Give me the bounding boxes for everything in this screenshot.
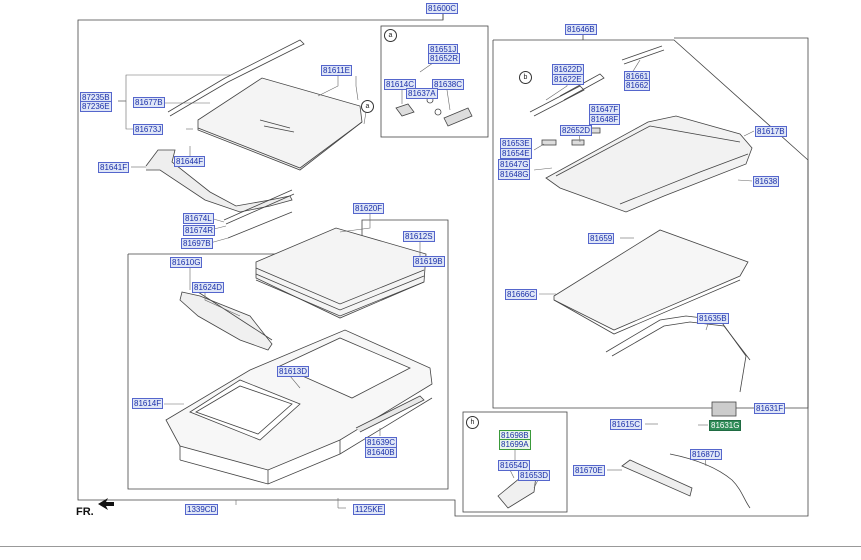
mechanism-rail — [545, 115, 753, 213]
callout-a-marker: a — [361, 100, 374, 113]
right-assembly-box — [492, 39, 809, 409]
rear-glass — [255, 227, 427, 319]
part-label-81619B[interactable]: 81619B — [413, 256, 445, 267]
part-label-81610G[interactable]: 81610G — [170, 257, 203, 268]
part-label-81615C[interactable]: 81615C — [610, 419, 643, 430]
part-label-81613D[interactable]: 81613D — [277, 366, 310, 377]
part-label-81697B[interactable]: 81697B — [181, 238, 213, 249]
part-label-81638C[interactable]: 81638C — [432, 79, 465, 90]
part-label-81659[interactable]: 81659 — [588, 233, 615, 244]
part-label-81654D[interactable]: 81654D — [498, 460, 531, 471]
part-label-81622E[interactable]: 81622E — [552, 74, 584, 85]
fr-arrow — [98, 498, 114, 510]
callout-b-marker: b — [519, 71, 532, 84]
part-label-81674R[interactable]: 81674R — [183, 225, 216, 236]
part-label-81687D[interactable]: 81687D — [690, 449, 723, 460]
part-label-81641F[interactable]: 81641F — [98, 162, 130, 173]
part-label-81654E[interactable]: 81654E — [500, 148, 532, 159]
callout-h-detail: h — [466, 416, 479, 429]
part-label-81635B[interactable]: 81635B — [697, 313, 729, 324]
part-label-81666C[interactable]: 81666C — [505, 289, 538, 300]
roof-trim — [167, 39, 305, 117]
part-label-81617B[interactable]: 81617B — [755, 126, 787, 137]
part-label-81670E[interactable]: 81670E — [573, 465, 605, 476]
part-label-81611E[interactable]: 81611E — [321, 65, 352, 76]
part-label-81673J[interactable]: 81673J — [133, 124, 164, 135]
part-label-81614C[interactable]: 81614C — [384, 79, 417, 90]
side-panel — [179, 291, 273, 351]
part-label-81631G-highlighted[interactable]: 81631G — [709, 420, 742, 431]
part-label-81648G[interactable]: 81648G — [498, 169, 531, 180]
part-label-81637A[interactable]: 81637A — [406, 88, 438, 99]
detail-a-box — [380, 25, 489, 138]
part-label-81652R[interactable]: 81652R — [428, 53, 461, 64]
wiring-harness — [669, 453, 751, 509]
part-label-81699A[interactable]: 81699A — [499, 439, 531, 450]
part-label-81614F[interactable]: 81614F — [132, 398, 164, 409]
part-label-81674L[interactable]: 81674L — [183, 213, 214, 224]
part-label-81640B[interactable]: 81640B — [365, 447, 397, 458]
front-glass — [197, 77, 363, 171]
callout-a-detail: a — [384, 29, 397, 42]
detail-h-box — [462, 411, 568, 513]
part-label-81662[interactable]: 81662 — [624, 80, 651, 91]
front-direction-marker: FR. — [76, 506, 94, 518]
part-label-81600C[interactable]: 81600C — [426, 3, 459, 14]
drain-guide — [621, 459, 693, 497]
part-label-1339CD[interactable]: 1339CD — [185, 504, 219, 515]
part-label-81653D[interactable]: 81653D — [518, 470, 551, 481]
part-label-81648F[interactable]: 81648F — [589, 114, 621, 125]
part-label-81677B[interactable]: 81677B — [133, 97, 165, 108]
part-label-81631F[interactable]: 81631F — [754, 403, 786, 414]
part-label-81620F[interactable]: 81620F — [353, 203, 385, 214]
part-label-81638[interactable]: 81638 — [753, 176, 780, 187]
part-label-82652D[interactable]: 82652D — [560, 125, 593, 136]
deflector — [145, 149, 293, 213]
part-label-81612S[interactable]: 81612S — [403, 231, 435, 242]
bottom-divider — [0, 546, 861, 547]
part-label-1125KE[interactable]: 1125KE — [353, 504, 385, 515]
part-label-81624D[interactable]: 81624D — [192, 282, 225, 293]
part-label-81644F[interactable]: 81644F — [174, 156, 206, 167]
side-rail — [355, 395, 425, 433]
part-label-87236E[interactable]: 87236E — [80, 101, 112, 112]
part-label-81646B[interactable]: 81646B — [565, 24, 597, 35]
